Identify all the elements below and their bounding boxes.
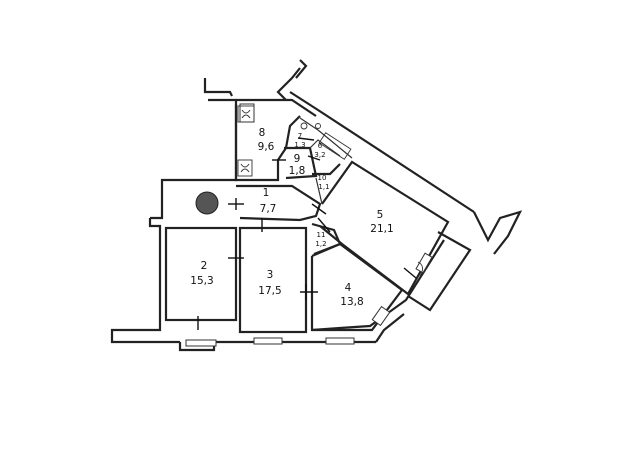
room-label-7-area: 1,3: [294, 141, 305, 149]
room-label-7-id: 7: [298, 132, 302, 140]
room-label-6-id: 6: [318, 142, 323, 150]
room-label-3-area: 17,5: [258, 285, 281, 297]
fixtures: [237, 105, 423, 277]
room-label-1-area: 7,7: [260, 203, 277, 215]
room-labels: 1 7,7 2 15,3 3 17,5 4 13,8 5 21,1 6 3,2 …: [190, 127, 393, 308]
windows: [185, 103, 433, 347]
room-label-2-area: 15,3: [190, 275, 213, 287]
door-markers: [197, 137, 417, 330]
room-label-10-area: 1,1: [318, 183, 329, 191]
room-label-3-id: 3: [267, 269, 274, 281]
room-label-8-id: 8: [259, 127, 266, 139]
stairwell-circle: [195, 191, 219, 215]
room-label-4-area: 13,8: [340, 296, 363, 308]
room-label-1-id: 1: [263, 187, 270, 199]
room-label-6-area: 3,2: [314, 151, 325, 159]
room-label-11-area: 1,2: [315, 240, 326, 248]
room-label-2-id: 2: [201, 260, 208, 272]
room-label-10-id: 10: [318, 174, 327, 182]
room-label-11-id: 11: [317, 231, 326, 239]
room-label-9-id: 9: [294, 153, 301, 165]
room-label-5-id: 5: [377, 209, 384, 221]
room-label-4-id: 4: [345, 282, 352, 294]
interior-walls: [164, 104, 450, 334]
room-label-9-area: 1,8: [289, 165, 306, 177]
room-label-5-area: 21,1: [370, 223, 393, 235]
room-label-8-area: 9,6: [258, 141, 275, 153]
exterior-walls: [110, 59, 523, 352]
